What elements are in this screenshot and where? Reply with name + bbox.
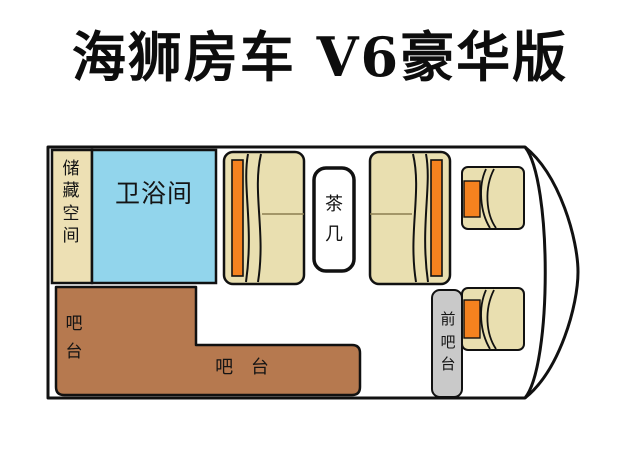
front-bar-rect bbox=[431, 289, 463, 398]
single-upper-backrest bbox=[463, 180, 481, 218]
single-upper-seam-b bbox=[486, 168, 497, 229]
single-lower-seam-a bbox=[480, 289, 491, 350]
zone-bathroom[interactable] bbox=[90, 148, 218, 285]
single-lower-backrest bbox=[463, 299, 481, 339]
single-upper-seam-a bbox=[480, 168, 491, 229]
tea-table-rect bbox=[312, 166, 356, 273]
windshield-curve-inner bbox=[523, 146, 547, 399]
bar-counter-shape bbox=[54, 285, 362, 397]
bench-right-seam-b bbox=[412, 153, 418, 283]
page-title: 海狮房车 V6豪华版 bbox=[71, 25, 569, 89]
bench-right-cushion bbox=[368, 150, 452, 286]
bathroom-rect bbox=[90, 148, 218, 285]
seat-bench-right[interactable] bbox=[368, 150, 452, 286]
seat-single-upper[interactable] bbox=[461, 166, 525, 230]
bench-right-seam-a bbox=[424, 153, 429, 283]
bench-left-backrest bbox=[231, 159, 244, 277]
bench-left-seam-b bbox=[256, 153, 262, 283]
seat-bench-left[interactable] bbox=[222, 150, 306, 286]
zone-bar-counter[interactable] bbox=[54, 285, 362, 397]
bench-left-cushion bbox=[222, 150, 306, 286]
seat-single-lower[interactable] bbox=[461, 287, 525, 351]
zone-storage[interactable] bbox=[50, 148, 94, 285]
zone-tea-table[interactable] bbox=[312, 166, 356, 273]
storage-rect bbox=[50, 148, 94, 285]
zone-front-bar-counter[interactable] bbox=[431, 289, 463, 398]
single-lower-seam-b bbox=[486, 289, 497, 350]
bench-left-seam-a bbox=[245, 153, 250, 283]
bench-right-backrest bbox=[430, 159, 443, 277]
